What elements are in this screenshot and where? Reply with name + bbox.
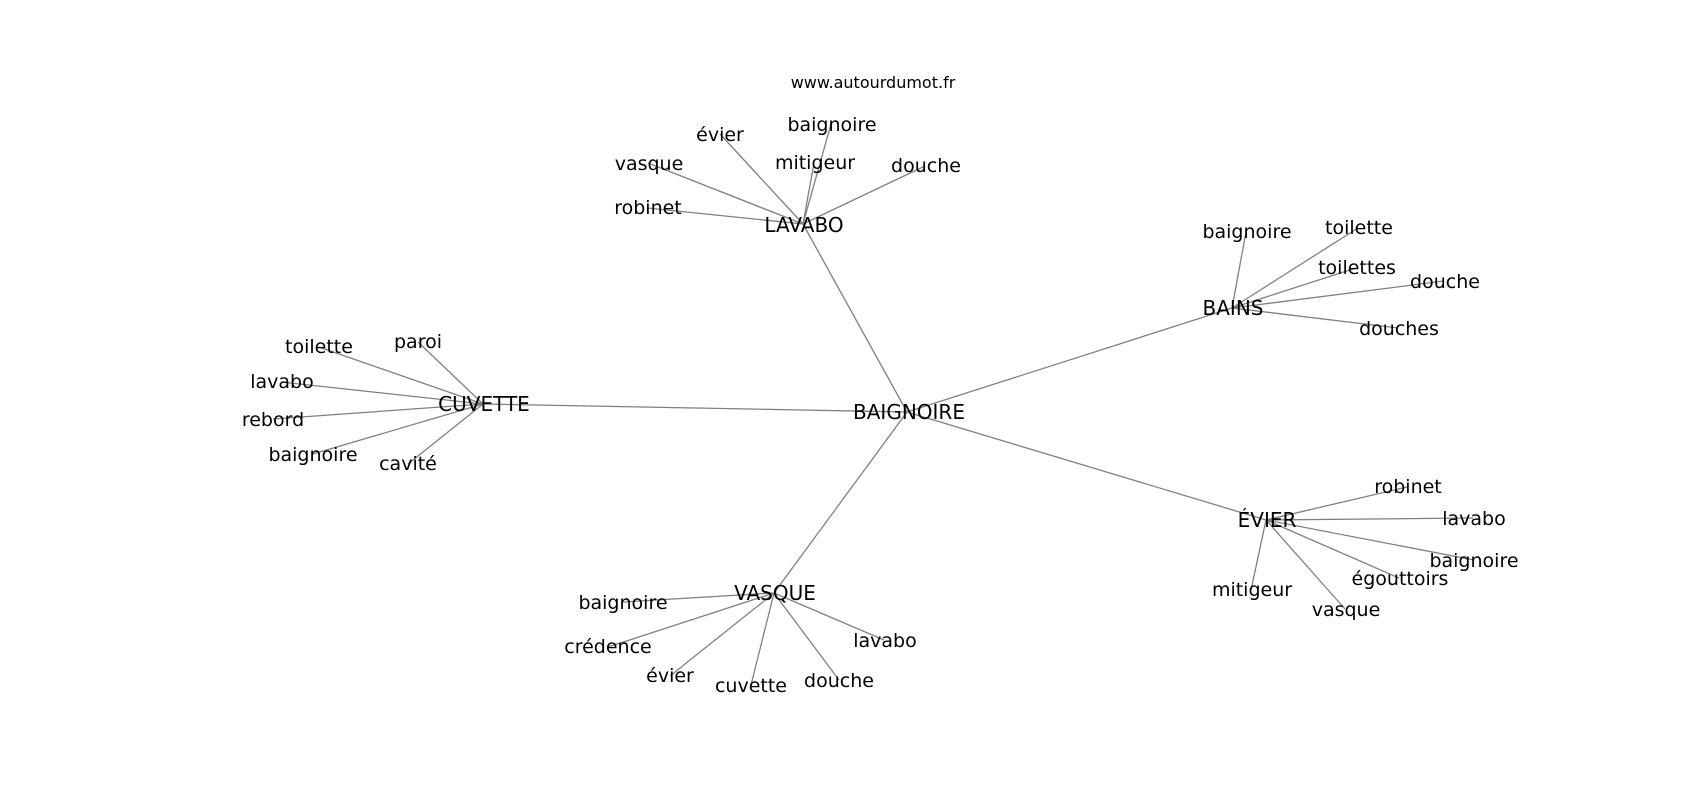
edge-cuvette-baignoire — [312, 403, 484, 455]
node-leaf-evier-robinet[interactable]: robinet — [1374, 476, 1442, 498]
node-leaf-evier-vasque[interactable]: vasque — [1312, 599, 1381, 621]
node-leaf-vasque-credence[interactable]: crédence — [564, 636, 651, 658]
edge-evier-robinet — [1265, 486, 1408, 521]
node-hub-lavabo[interactable]: LAVABO — [764, 213, 843, 237]
node-leaf-lavabo-douche[interactable]: douche — [891, 155, 961, 177]
node-leaf-vasque-lavabo[interactable]: lavabo — [853, 630, 917, 652]
edge-cuvette-toilette — [318, 346, 484, 405]
edge-center-evier — [906, 411, 1267, 521]
node-hub-bains[interactable]: BAINS — [1203, 296, 1264, 320]
node-leaf-bains-baignoire[interactable]: baignoire — [1202, 221, 1291, 243]
edge-evier-egouttoirs — [1265, 519, 1400, 579]
node-leaf-vasque-cuvette[interactable]: cuvette — [715, 675, 787, 697]
edge-center-bains — [906, 307, 1233, 413]
node-leaf-lavabo-evier[interactable]: évier — [696, 124, 744, 146]
edge-bains-toilettes — [1231, 267, 1357, 309]
edge-lavabo-robinet — [646, 207, 804, 225]
edge-lavabo-baignoire — [802, 123, 832, 225]
edge-lavabo-mitigeur — [802, 162, 815, 225]
edge-vasque-credence — [607, 592, 775, 648]
node-leaf-cuvette-baignoire[interactable]: baignoire — [268, 444, 357, 466]
node-leaf-cuvette-toilette[interactable]: toilette — [285, 336, 353, 358]
node-leaf-evier-lavabo[interactable]: lavabo — [1442, 508, 1506, 530]
node-leaf-cuvette-cavite[interactable]: cavité — [379, 453, 437, 475]
node-leaf-lavabo-vasque[interactable]: vasque — [615, 153, 684, 175]
edge-vasque-cuvette — [750, 592, 775, 686]
edge-cuvette-paroi — [417, 341, 484, 405]
node-leaf-bains-douches[interactable]: douches — [1359, 318, 1439, 340]
node-leaf-evier-egouttoirs[interactable]: égouttoirs — [1352, 568, 1449, 590]
node-leaf-lavabo-baignoire[interactable]: baignoire — [787, 114, 876, 136]
edge-bains-baignoire — [1231, 231, 1247, 309]
edge-center-vasque — [773, 411, 908, 594]
edge-evier-baignoire — [1265, 519, 1475, 561]
node-hub-evier[interactable]: ÉVIER — [1238, 508, 1297, 532]
node-leaf-lavabo-robinet[interactable]: robinet — [614, 197, 682, 219]
edge-evier-vasque — [1265, 519, 1346, 610]
edge-center-cuvette — [482, 403, 908, 413]
edge-bains-douches — [1231, 307, 1399, 329]
edge-vasque-baignoire — [622, 592, 775, 603]
node-center[interactable]: BAIGNOIRE — [853, 400, 965, 424]
node-hub-vasque[interactable]: VASQUE — [734, 581, 816, 605]
edge-vasque-lavabo — [773, 592, 885, 641]
edge-cuvette-lavabo — [280, 381, 484, 405]
node-leaf-vasque-evier[interactable]: évier — [646, 665, 694, 687]
edge-center-lavabo — [802, 223, 908, 413]
node-leaf-evier-baignoire[interactable]: baignoire — [1429, 550, 1518, 572]
node-leaf-bains-toilette[interactable]: toilette — [1325, 217, 1393, 239]
node-leaf-cuvette-paroi[interactable]: paroi — [394, 331, 442, 353]
node-leaf-cuvette-lavabo[interactable]: lavabo — [250, 371, 314, 393]
edge-evier-mitigeur — [1250, 519, 1267, 591]
edge-cuvette-cavite — [407, 403, 484, 465]
node-leaf-lavabo-mitigeur[interactable]: mitigeur — [775, 152, 855, 174]
graph-labels: www.autourdumot.fr BAIGNOIRE LAVABO évie… — [242, 73, 1519, 697]
edge-vasque-evier — [669, 592, 775, 677]
node-leaf-bains-douche[interactable]: douche — [1410, 271, 1480, 293]
edge-bains-douche — [1231, 280, 1445, 309]
node-hub-cuvette[interactable]: CUVETTE — [438, 392, 530, 416]
node-leaf-vasque-baignoire[interactable]: baignoire — [578, 592, 667, 614]
watermark: www.autourdumot.fr — [791, 73, 956, 92]
edge-vasque-douche — [773, 592, 840, 681]
edge-lavabo-vasque — [647, 162, 804, 225]
node-leaf-cuvette-rebord[interactable]: rebord — [242, 409, 304, 431]
edge-lavabo-douche — [802, 165, 926, 225]
node-leaf-bains-toilettes[interactable]: toilettes — [1318, 257, 1396, 279]
edge-evier-lavabo — [1265, 517, 1474, 521]
edge-bains-toilette — [1231, 227, 1359, 309]
node-leaf-vasque-douche[interactable]: douche — [804, 670, 874, 692]
node-leaf-evier-mitigeur[interactable]: mitigeur — [1212, 579, 1292, 601]
edge-cuvette-rebord — [272, 403, 484, 420]
graph-edges — [272, 123, 1475, 686]
edge-lavabo-evier — [719, 133, 804, 225]
